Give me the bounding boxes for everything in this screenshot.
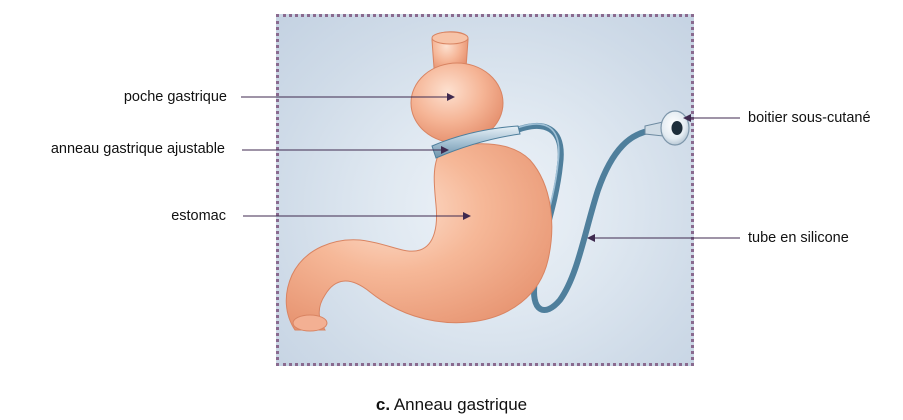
port-septum [672,121,683,135]
duodenum-end [293,315,327,331]
label-silicone-tube: tube en silicone [748,231,849,246]
caption-text: Anneau gastrique [394,395,527,414]
esophagus-opening [432,32,468,44]
port-connector [645,122,663,136]
label-subcutaneous-port: boitier sous-cutané [748,111,871,126]
figure-caption: c. Anneau gastrique [0,396,903,413]
label-gastric-pouch: poche gastrique [124,90,227,105]
label-stomach: estomac [171,209,226,224]
stomach-shape [286,144,552,330]
caption-prefix: c. [376,395,390,414]
label-adjustable-band: anneau gastrique ajustable [51,142,225,157]
